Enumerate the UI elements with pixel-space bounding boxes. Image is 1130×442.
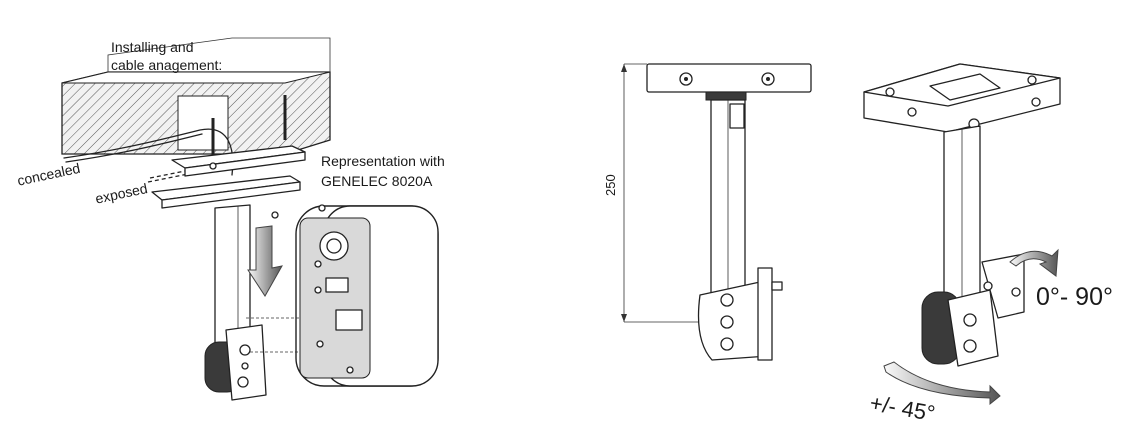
curved-arrow-icon (883, 361, 1001, 406)
speaker-8020a (295, 204, 439, 387)
swivel-joint (204, 324, 267, 401)
mount-tube (214, 204, 251, 349)
curved-arrow-icon (1009, 248, 1059, 277)
wall-plate (151, 145, 306, 219)
installing-label-line1: Installing and (111, 39, 194, 55)
representation-label-line1: Representation with (321, 153, 445, 169)
down-arrow-icon (247, 225, 283, 297)
side-view-figure (621, 63, 812, 361)
dimension-line (621, 63, 720, 323)
mounting-screws (211, 95, 287, 155)
representation-label-line2: GENELEC 8020A (321, 173, 433, 189)
installing-label-line2: cable anagement: (111, 57, 223, 73)
dimension-height-label: 250 (603, 174, 618, 196)
perspective-figure (863, 63, 1061, 406)
ceiling-block (61, 37, 331, 155)
rotation-vertical-label: 0°- 90° (1036, 283, 1113, 311)
installation-figure (61, 37, 439, 401)
